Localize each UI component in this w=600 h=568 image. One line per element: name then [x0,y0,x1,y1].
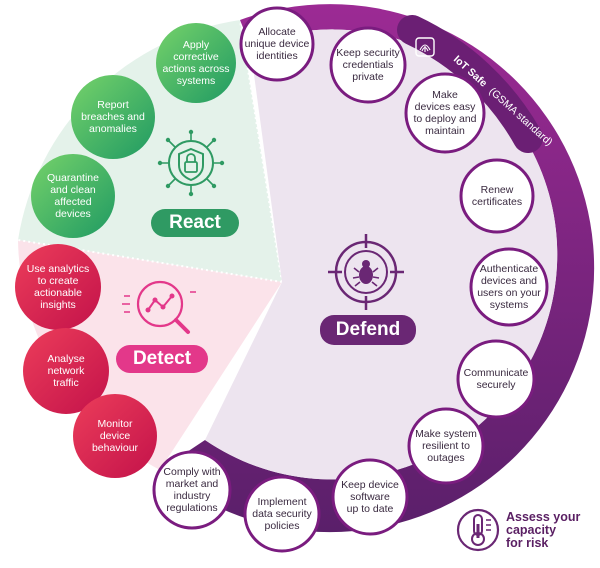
analytics-magnifier-icon [122,280,196,334]
defend-action-circle [469,247,549,327]
defend-pill: Defend [320,315,416,345]
react-action-circle [71,75,155,159]
react-action-circle [156,23,236,103]
fingerprint-chip-icon [415,37,435,57]
react-pill: React [151,209,239,237]
defend-action-circle [152,450,232,530]
defend-action-circle [459,158,535,234]
shield-lock-icon [157,129,225,197]
defend-action-circle [407,407,485,485]
bug-crosshair-icon [328,234,404,310]
detect-action-circle [15,244,101,330]
assess-risk-label: Assess your capacity for risk [506,510,581,550]
defend-action-circle [243,475,321,553]
react-action-circle [31,154,115,238]
defend-action-circle [456,339,536,419]
defend-action-circle [329,26,407,104]
defend-action-circle [331,458,409,536]
detect-pill: Detect [116,345,208,373]
defend-action-circle [239,6,315,82]
detect-action-circle [73,394,157,478]
react-sector-panel [18,20,282,282]
thermometer-gauge-icon [456,508,500,552]
detect-action-circle [23,328,109,414]
defend-action-circle [404,72,486,154]
